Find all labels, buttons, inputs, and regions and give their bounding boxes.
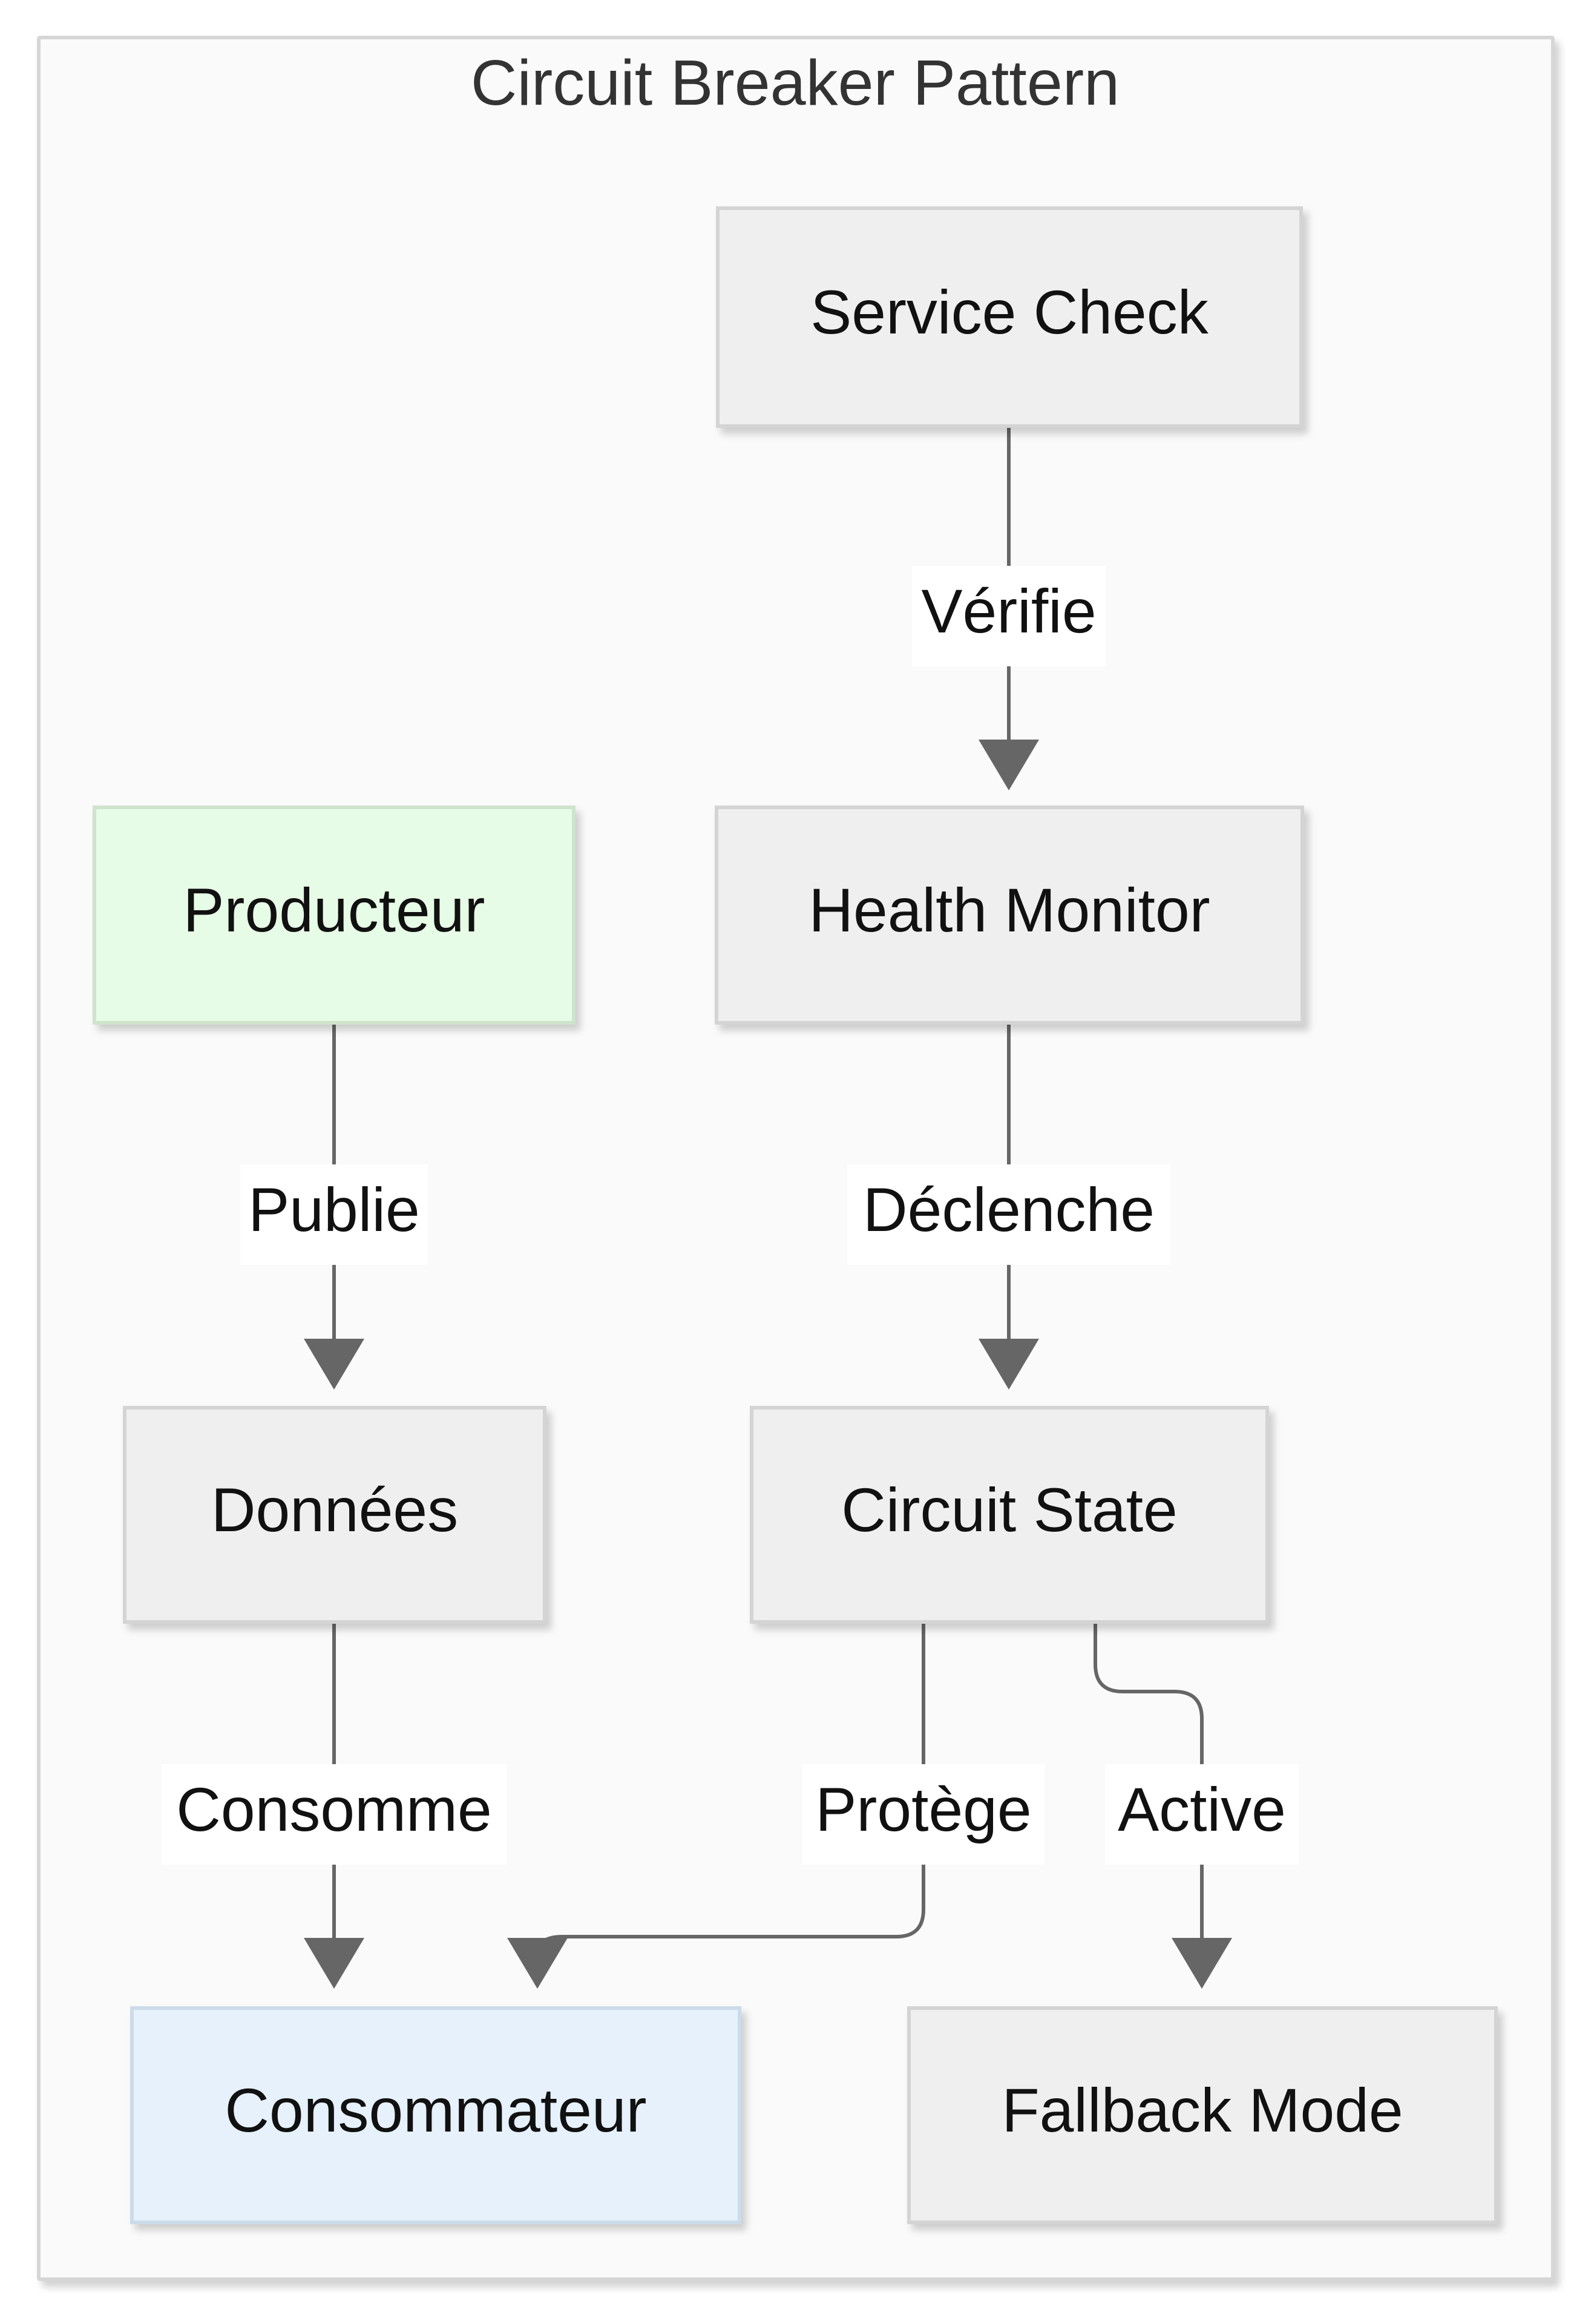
edge-active: Active <box>1094 1622 1299 1989</box>
node-producteur: Producteur <box>93 806 576 1025</box>
edge-protege: Protège <box>507 1622 1045 1989</box>
edge-label-bg <box>162 1764 507 1865</box>
arrowhead <box>979 740 1039 790</box>
edge-label-publie: Publie <box>248 1175 420 1244</box>
edge-label-bg <box>1105 1764 1299 1865</box>
diagram-title: Circuit Breaker Pattern <box>471 47 1120 119</box>
diagram-container <box>37 36 1555 2281</box>
edge-label-consomme: Consomme <box>176 1775 492 1844</box>
edge-declenche: Déclenche <box>847 1023 1170 1390</box>
edge-verifie: Vérifie <box>912 427 1106 790</box>
node-label: Données <box>211 1475 458 1544</box>
node-label: Consommateur <box>225 2076 646 2145</box>
node-service-check: Service Check <box>716 206 1303 428</box>
node-circuit-state: Circuit State <box>750 1406 1269 1624</box>
arrowhead <box>1172 1938 1232 1989</box>
edge-label-verifie: Vérifie <box>921 577 1096 646</box>
edge-label-bg <box>912 566 1106 666</box>
edge-label-protege: Protège <box>815 1775 1031 1844</box>
node-label: Circuit State <box>841 1475 1178 1544</box>
node-consommateur: Consommateur <box>130 2006 741 2224</box>
arrowhead <box>979 1339 1039 1390</box>
edge-label-active: Active <box>1118 1775 1286 1844</box>
edge-label-bg <box>240 1164 428 1265</box>
node-fallback-mode: Fallback Mode <box>907 2006 1498 2224</box>
arrowhead <box>304 1339 364 1390</box>
node-label: Health Monitor <box>808 876 1210 945</box>
edge-consomme: Consomme <box>162 1622 507 1989</box>
arrowhead <box>507 1938 568 1989</box>
edge-label-bg <box>847 1164 1170 1265</box>
node-label: Producteur <box>183 876 485 945</box>
node-label: Fallback Mode <box>1002 2076 1403 2145</box>
edge-label-declenche: Déclenche <box>863 1175 1155 1244</box>
arrowhead <box>304 1938 364 1989</box>
node-donnees: Données <box>123 1406 546 1624</box>
edge-label-bg <box>802 1764 1045 1865</box>
node-label: Service Check <box>810 278 1209 347</box>
edge-publie: Publie <box>240 1023 428 1390</box>
node-health-monitor: Health Monitor <box>715 806 1304 1025</box>
